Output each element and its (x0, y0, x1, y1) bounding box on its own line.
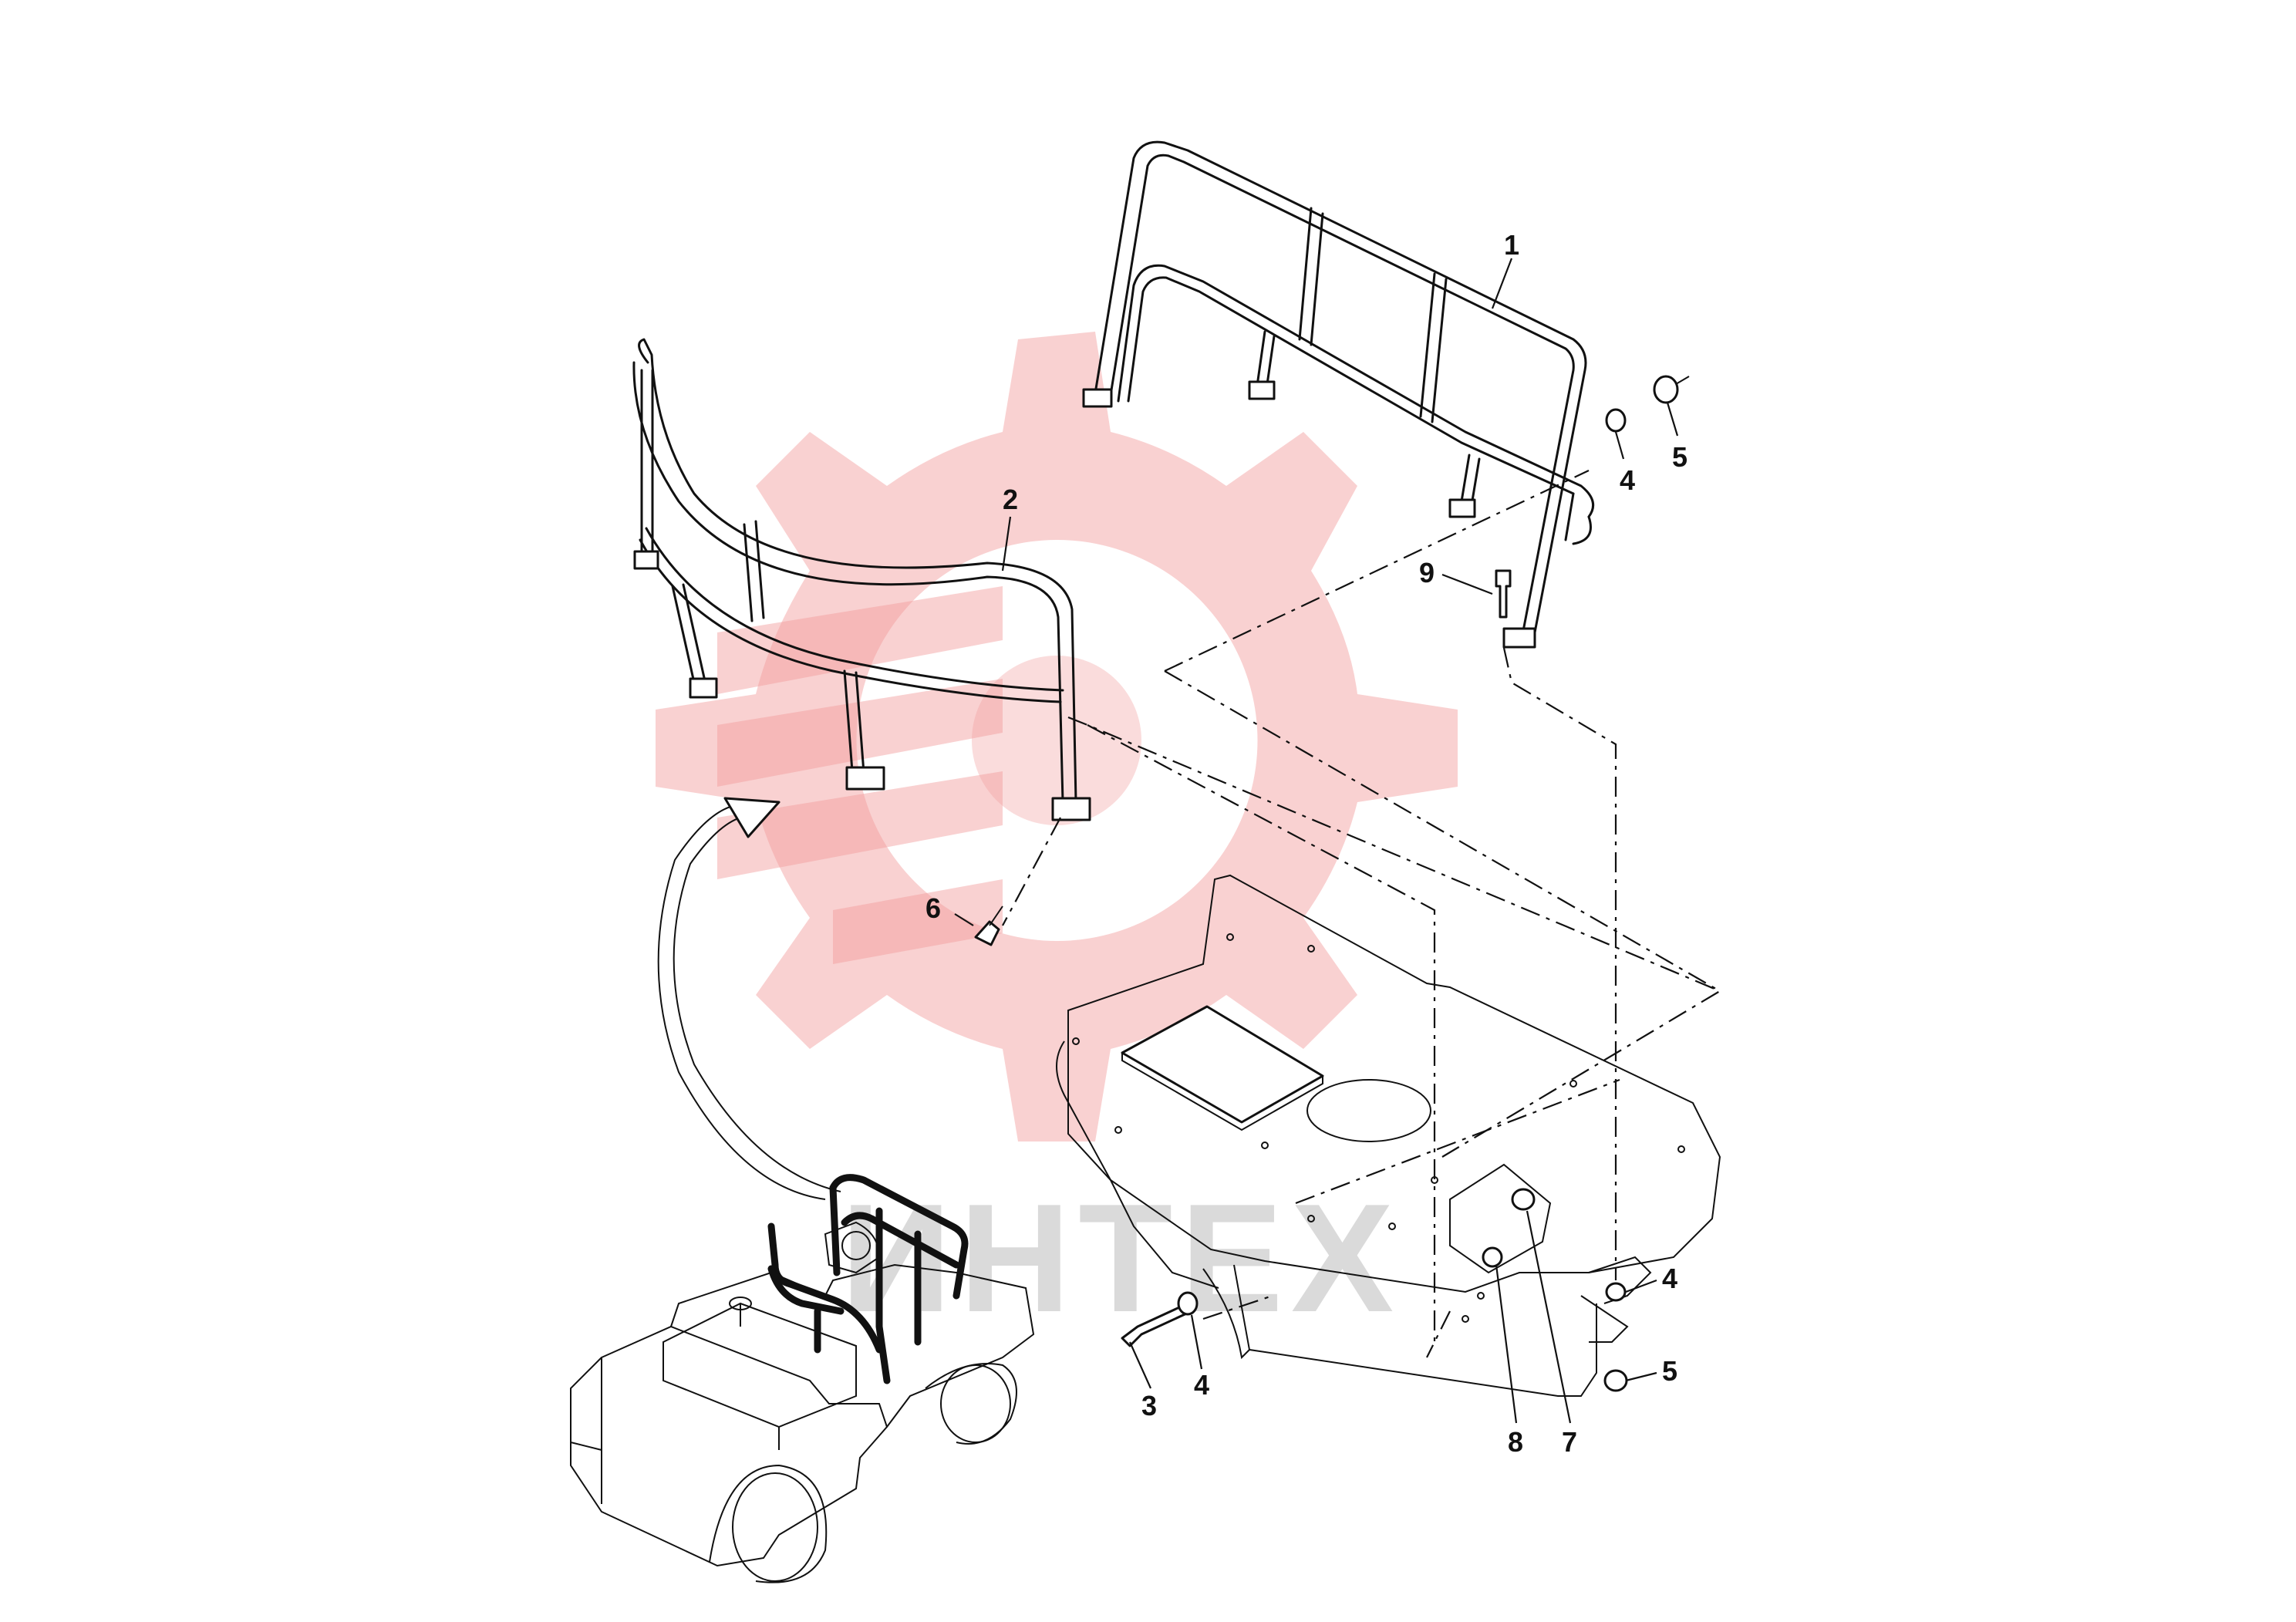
washer-8 (1482, 1246, 1503, 1268)
front-railing-part-2 (632, 338, 1091, 821)
leader-lines (954, 258, 1679, 1424)
curved-pointer-arrow (657, 797, 841, 1200)
rear-railing-part-1 (1082, 140, 1595, 649)
callout-8: 8 (1508, 1426, 1523, 1458)
nut-bottom (1603, 1369, 1628, 1392)
machine-overview (570, 1174, 1035, 1583)
callout-4-left: 4 (1194, 1369, 1209, 1401)
railing-highlight (767, 1222, 883, 1354)
callout-9: 9 (1419, 557, 1435, 588)
callout-6: 6 (925, 892, 941, 924)
callout-2: 2 (1003, 484, 1018, 515)
washer-top (1605, 408, 1627, 433)
hardware (974, 375, 1690, 1392)
callout-labels: 1 2 3 4 5 4 4 5 6 7 8 9 (925, 229, 1687, 1458)
callout-5-top: 5 (1672, 441, 1687, 473)
callout-3: 3 (1141, 1390, 1157, 1421)
washer-right (1605, 1282, 1627, 1302)
callout-5-bottom: 5 (1662, 1355, 1677, 1387)
callout-1: 1 (1504, 229, 1519, 261)
watermark-logo: ИНТЕХ (656, 332, 1458, 1344)
assembly-centerlines (1002, 470, 1722, 1358)
watermark-text: ИНТЕХ (841, 1172, 1401, 1344)
watermark-gear-icon (656, 332, 1458, 1141)
bolt-6 (974, 920, 1000, 946)
callout-4-top: 4 (1620, 464, 1635, 496)
operator-platform (1056, 874, 1721, 1397)
callout-7: 7 (1562, 1426, 1577, 1458)
bolt-9 (1495, 569, 1512, 619)
nut-7 (1511, 1188, 1536, 1211)
washer-left (1177, 1291, 1199, 1316)
nut-top (1653, 375, 1679, 404)
arrowhead-icon (723, 797, 781, 838)
callout-4-right: 4 (1662, 1263, 1677, 1294)
